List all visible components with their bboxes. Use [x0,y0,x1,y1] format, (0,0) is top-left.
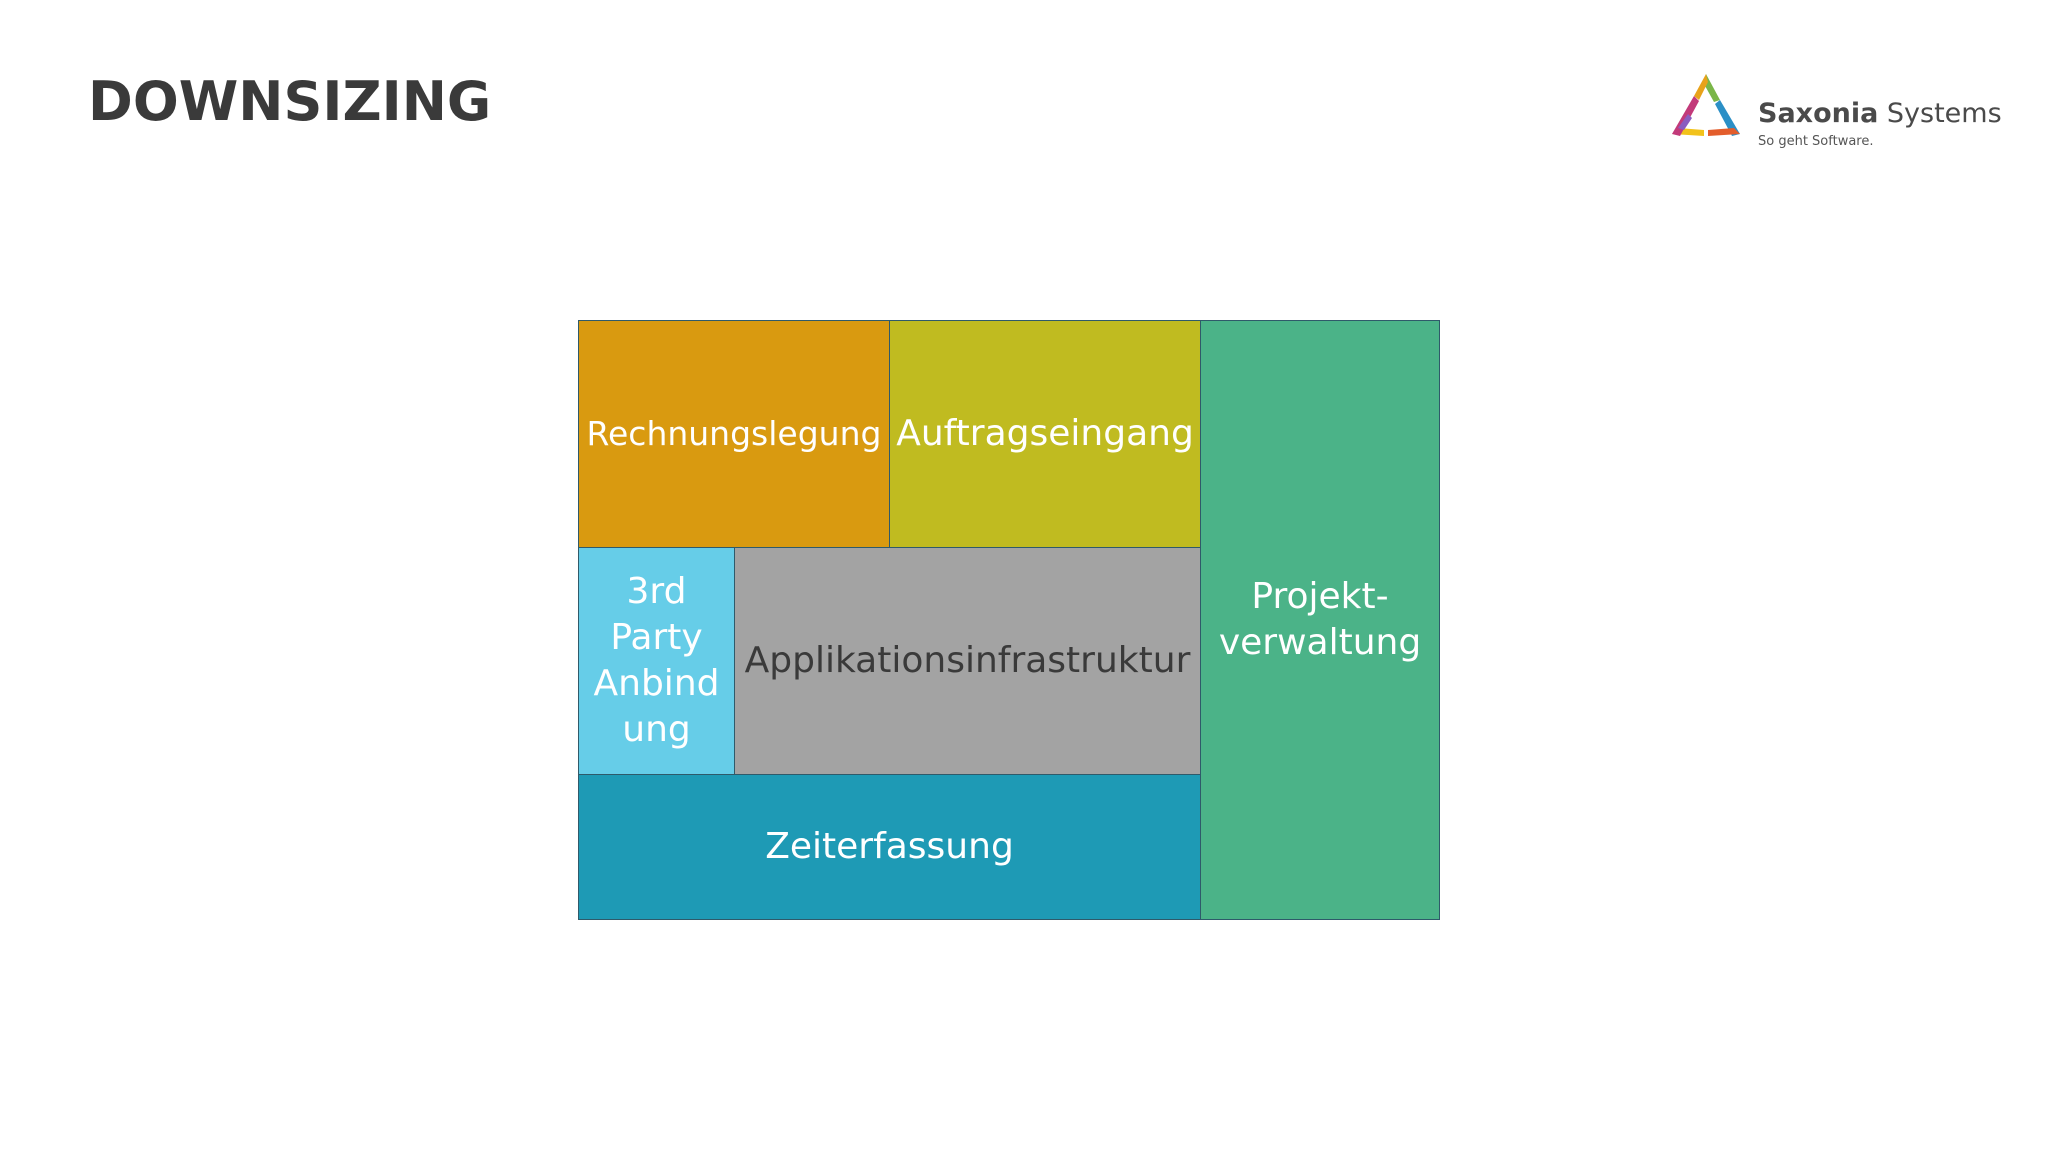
logo-name: Saxonia Systems [1758,98,2002,129]
block-3rd-party-anbindung: 3rd Party Anbind ung [578,547,735,775]
block-label: Auftragseingang [896,413,1194,454]
slide-title: DOWNSIZING [88,70,492,133]
block-label: 3rd Party Anbind ung [593,571,720,750]
logo-name-rest: Systems [1878,98,2002,129]
saxonia-systems-logo: Saxonia Systems So geht Software. [1668,70,2002,160]
block-label: Rechnungslegung [586,414,882,453]
logo-tagline: So geht Software. [1758,134,1874,149]
block-projektverwaltung: Projekt- verwaltung [1200,320,1440,920]
triangle-logo-icon [1671,74,1741,136]
block-auftragseingang: Auftragseingang [889,320,1201,548]
block-label: Zeiterfassung [765,826,1014,867]
block-label: Applikationsinfrastruktur [744,640,1191,681]
logo-name-bold: Saxonia [1758,98,1879,129]
block-label: Projekt- verwaltung [1218,576,1422,663]
block-rechnungslegung: Rechnungslegung [578,320,890,548]
block-zeiterfassung: Zeiterfassung [578,774,1201,920]
block-applikationsinfrastruktur: Applikationsinfrastruktur [734,547,1201,775]
